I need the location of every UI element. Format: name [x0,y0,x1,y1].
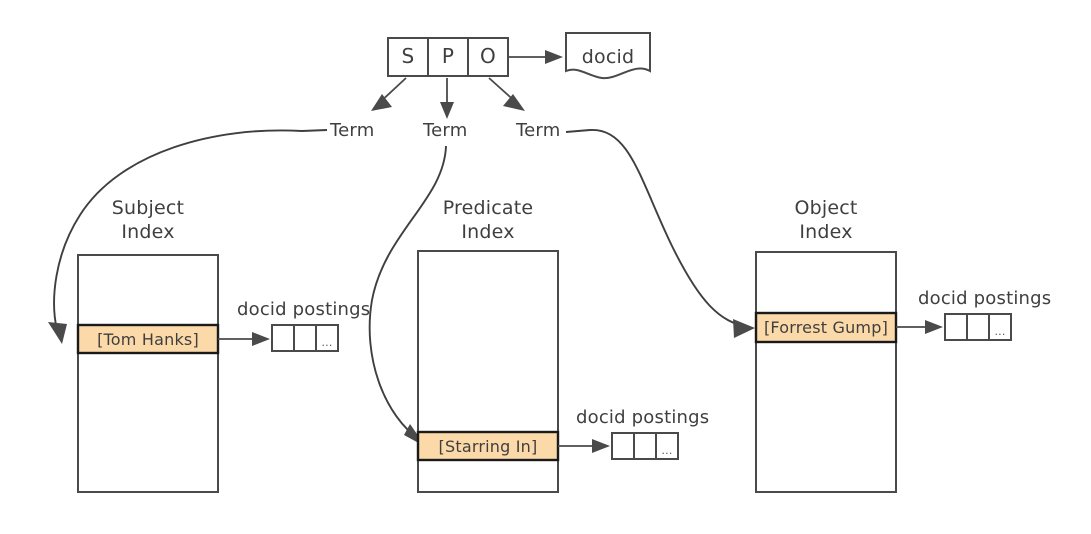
predicate-index-title-line2: Index [461,220,515,243]
object-index-title-line1: Object [794,197,858,219]
subject-postings-boxes [271,324,339,352]
object-postings-ellipsis: ... [994,325,1006,338]
curve-term-to-subject-entry [48,129,328,344]
subject-postings-ellipsis: ... [321,336,333,349]
term-label-object: Term [516,120,561,141]
subject-index-box [76,254,220,493]
spo-cell-s: S [401,44,415,68]
subject-index-title-line2: Index [121,220,175,243]
arrow-subject-entry-to-postings [218,332,270,346]
object-postings-boxes [944,313,1012,341]
arrow-o-to-term [488,77,525,111]
subject-index-entry-row [76,323,220,355]
object-postings-label: docid postings [918,288,1052,309]
predicate-postings-ellipsis: ... [661,444,673,457]
spo-cell-p: P [441,44,455,68]
term-label-predicate: Term [423,120,468,141]
spo-triple-box [387,37,509,77]
predicate-postings-label: docid postings [576,407,710,428]
object-index-title: Object Index [756,197,896,245]
predicate-index-title: Predicate Index [418,197,558,245]
subject-index-entry-label: [Tom Hanks] [97,330,199,349]
predicate-index-entry-row [416,430,560,462]
object-index-box [754,251,898,493]
predicate-index-title-line1: Predicate [442,197,534,219]
subject-index-title-line1: Subject [111,197,185,219]
arrow-spo-to-docid [508,50,563,64]
docid-document-shape [565,32,651,80]
term-label-subject: Term [330,120,375,141]
object-index-entry-row [754,311,898,344]
predicate-index-entry-label: [Starring In] [438,437,538,456]
arrow-object-entry-to-postings [896,320,943,334]
spo-cell-o: O [480,44,496,68]
docid-label: docid [581,46,635,68]
arrow-p-to-term [440,78,454,119]
object-index-title-line2: Index [799,220,853,243]
predicate-index-box [416,250,560,493]
curve-term-to-object-entry [565,129,755,338]
subject-postings-label: docid postings [237,299,371,320]
object-index-entry-label: [Forrest Gump] [763,318,889,337]
predicate-postings-boxes [611,432,679,460]
subject-index-title: Subject Index [78,197,218,245]
arrow-s-to-term [371,77,407,111]
arrow-predicate-entry-to-postings [558,439,610,453]
